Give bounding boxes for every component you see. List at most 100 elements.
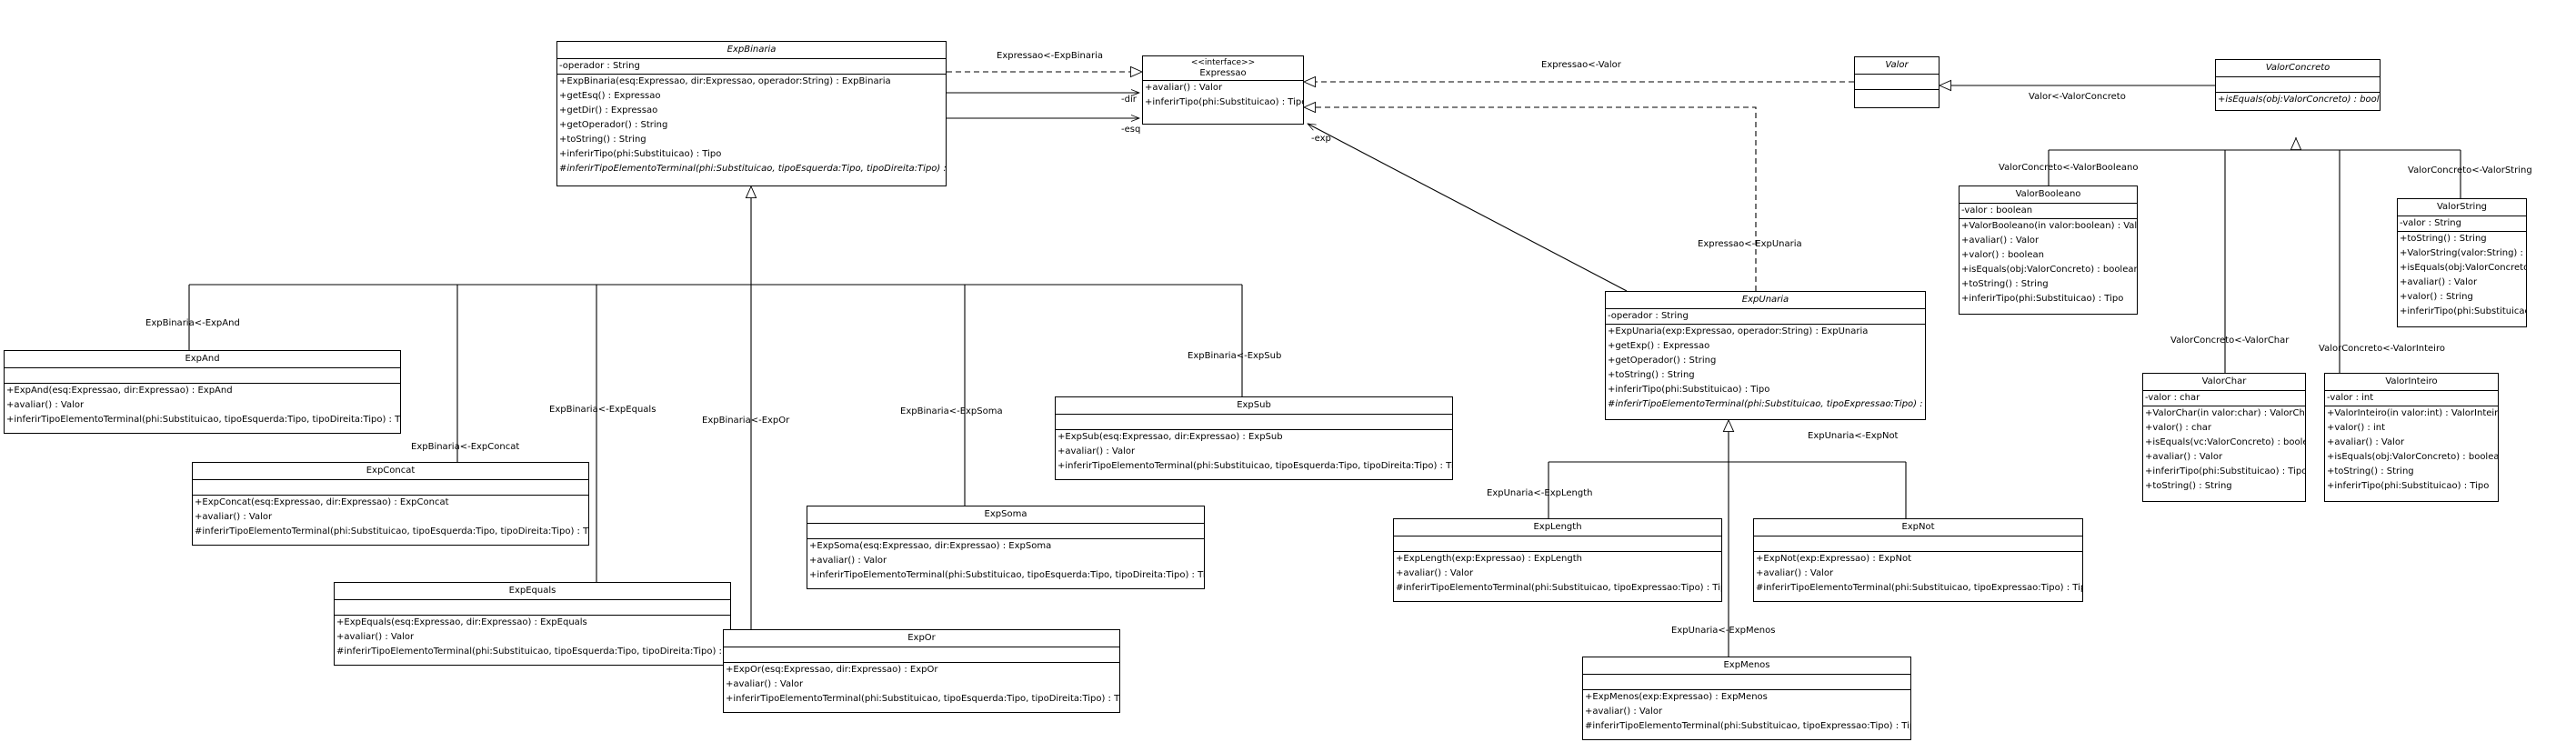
class-valorinteiro[interactable]: ValorInteiro -valor : int +ValorInteiro(… <box>2324 373 2499 502</box>
operation: +inferirTipo(phi:Substituicao) : Tipo <box>2400 306 2526 316</box>
class-valorbooleano[interactable]: ValorBooleano -valor : boolean +ValorBoo… <box>1959 186 2138 315</box>
class-expequals[interactable]: ExpEquals +ExpEquals(esq:Expressao, dir:… <box>334 582 731 666</box>
class-expressao[interactable]: <<interface>> Expressao +avaliar() : Val… <box>1142 55 1304 125</box>
attributes <box>2216 76 2380 92</box>
class-expsub[interactable]: ExpSub +ExpSub(esq:Expressao, dir:Expres… <box>1055 396 1453 480</box>
label-valorconcreto-valorstring: ValorConcreto<-ValorString <box>2408 165 2532 175</box>
operation: +inferirTipo(phi:Substituicao) : Tipo <box>559 149 722 159</box>
operations: +ExpSoma(esq:Expressao, dir:Expressao) :… <box>807 538 1204 583</box>
operation: +valor() : int <box>2327 423 2385 433</box>
operation: #inferirTipoElementoTerminal(phi:Substit… <box>559 164 946 174</box>
operations: +ExpNot(exp:Expressao) : ExpNot +avaliar… <box>1754 551 2082 596</box>
operation: +isEquals(obj:ValorConcreto) : boolean <box>1961 265 2137 275</box>
class-valorchar[interactable]: ValorChar -valor : char +ValorChar(in va… <box>2142 373 2306 502</box>
edge-expunaria-expressao <box>1304 107 1757 291</box>
class-header: <<interface>> Expressao <box>1143 56 1303 80</box>
class-name: ExpOr <box>907 633 936 643</box>
edge-exp <box>1308 123 1628 292</box>
operation: +getOperador() : String <box>1608 356 1717 366</box>
attribute: -valor : boolean <box>1961 206 2033 216</box>
class-name: ValorChar <box>2201 376 2247 386</box>
label-expbinaria-expor: ExpBinaria<-ExpOr <box>702 416 790 426</box>
class-valorconcreto[interactable]: ValorConcreto +isEquals(obj:ValorConcret… <box>2215 59 2381 111</box>
operation: +inferirTipo(phi:Substituicao) : Tipo <box>1961 294 2124 304</box>
attribute: -valor : int <box>2327 393 2374 403</box>
operation: +ExpAnd(esq:Expressao, dir:Expressao) : … <box>6 386 233 396</box>
operations: +ExpUnaria(exp:Expressao, operador:Strin… <box>1606 324 1925 412</box>
class-expbinaria[interactable]: ExpBinaria -operador : String +ExpBinari… <box>556 41 947 186</box>
attributes <box>1754 536 2082 551</box>
label-valor-valorconcreto: Valor<-ValorConcreto <box>2029 92 2126 102</box>
class-expmenos[interactable]: ExpMenos +ExpMenos(exp:Expressao) : ExpM… <box>1582 657 1911 740</box>
attributes <box>724 647 1119 662</box>
class-name: ExpUnaria <box>1741 295 1789 305</box>
operations: +avaliar() : Valor +inferirTipo(phi:Subs… <box>1143 80 1303 110</box>
operations: +ExpOr(esq:Expressao, dir:Expressao) : E… <box>724 662 1119 707</box>
label-valorconcreto-valorbooleano: ValorConcreto<-ValorBooleano <box>1999 163 2139 173</box>
operations: +ExpBinaria(esq:Expressao, dir:Expressao… <box>557 74 946 176</box>
class-name: Valor <box>1885 60 1909 70</box>
operation: +inferirTipo(phi:Substituicao) : Tipo <box>2145 466 2305 476</box>
class-name: ExpSoma <box>984 509 1027 519</box>
operation: +ExpUnaria(exp:Expressao, operador:Strin… <box>1608 326 1869 336</box>
operation: +valor() : boolean <box>1961 250 2044 260</box>
class-expor[interactable]: ExpOr +ExpOr(esq:Expressao, dir:Expressa… <box>723 629 1120 713</box>
label-exp: -exp <box>1311 134 1331 144</box>
operation: +avaliar() : Valor <box>726 679 804 689</box>
label-expbinaria-expequals: ExpBinaria<-ExpEquals <box>549 405 657 415</box>
operation: +avaliar() : Valor <box>1756 568 1834 578</box>
class-name: Expressao <box>1199 68 1247 78</box>
class-explength[interactable]: ExpLength +ExpLength(exp:Expressao) : Ex… <box>1393 518 1722 602</box>
stereotype: <<interface>> <box>1190 58 1256 67</box>
attributes <box>1855 74 1939 89</box>
operation: +avaliar() : Valor <box>1961 236 2040 246</box>
class-expsoma[interactable]: ExpSoma +ExpSoma(esq:Expressao, dir:Expr… <box>807 506 1205 589</box>
operations: +isEquals(obj:ValorConcreto) : boolean <box>2216 92 2380 107</box>
attributes <box>1394 536 1721 551</box>
operation: +toString() : String <box>559 135 647 145</box>
operation: #inferirTipoElementoTerminal(phi:Substit… <box>1396 583 1721 593</box>
operation: +ExpSoma(esq:Expressao, dir:Expressao) :… <box>809 541 1052 551</box>
attributes <box>193 479 588 495</box>
operations: +ExpConcat(esq:Expressao, dir:Expressao)… <box>193 495 588 539</box>
label-valorconcreto-valorchar: ValorConcreto<-ValorChar <box>2170 336 2290 346</box>
operations <box>1855 89 1939 105</box>
operation: +avaliar() : Valor <box>1145 83 1223 93</box>
operation: +ExpMenos(exp:Expressao) : ExpMenos <box>1585 692 1768 702</box>
operation: +avaliar() : Valor <box>1057 446 1136 456</box>
operation: +ValorBooleano(in valor:boolean) : Valor… <box>1961 221 2137 231</box>
operation: +inferirTipoElementoTerminal(phi:Substit… <box>809 570 1204 580</box>
label-valorconcreto-valorinteiro: ValorConcreto<-ValorInteiro <box>2319 344 2445 354</box>
label-expunaria-expmenos: ExpUnaria<-ExpMenos <box>1671 626 1776 636</box>
attributes: -valor : String <box>2398 216 2526 231</box>
operation: #inferirTipoElementoTerminal(phi:Substit… <box>1585 721 1910 731</box>
attributes: -valor : int <box>2325 390 2498 406</box>
operation: +getDir() : Expressao <box>559 105 658 115</box>
attribute: -operador : String <box>559 61 640 71</box>
class-valor[interactable]: Valor <box>1854 56 1940 108</box>
class-expnot[interactable]: ExpNot +ExpNot(exp:Expressao) : ExpNot +… <box>1753 518 2083 602</box>
operation: +ExpNot(exp:Expressao) : ExpNot <box>1756 554 1912 564</box>
operation: +avaliar() : Valor <box>2145 452 2223 462</box>
operations: +ValorChar(in valor:char) : ValorChar +v… <box>2143 406 2305 494</box>
class-expand[interactable]: ExpAnd +ExpAnd(esq:Expressao, dir:Expres… <box>4 350 401 434</box>
operation: +valor() : char <box>2145 423 2212 433</box>
class-valorstring[interactable]: ValorString -valor : String +toString() … <box>2397 198 2527 327</box>
label-expbinaria-expsoma: ExpBinaria<-ExpSoma <box>900 406 1003 416</box>
label-expunaria-explength: ExpUnaria<-ExpLength <box>1487 488 1593 498</box>
class-expunaria[interactable]: ExpUnaria -operador : String +ExpUnaria(… <box>1605 291 1926 420</box>
class-expconcat[interactable]: ExpConcat +ExpConcat(esq:Expressao, dir:… <box>192 462 589 546</box>
operation: +avaliar() : Valor <box>1585 707 1663 717</box>
attributes <box>5 367 400 383</box>
operation: +avaliar() : Valor <box>336 632 415 642</box>
class-name: ExpAnd <box>185 354 220 364</box>
class-name: ExpConcat <box>366 466 416 476</box>
attributes: -operador : String <box>557 58 946 74</box>
label-esq: -esq <box>1121 125 1141 135</box>
operation: +inferirTipo(phi:Substituicao) : Tipo <box>1608 385 1770 395</box>
operations: +ExpAnd(esq:Expressao, dir:Expressao) : … <box>5 383 400 427</box>
operation: +ValorString(valor:String) : ValorString <box>2400 248 2526 258</box>
operation: +inferirTipoElementoTerminal(phi:Substit… <box>6 415 400 425</box>
class-name: ExpNot <box>1901 522 1935 532</box>
operation: +inferirTipo(phi:Substituicao) : Tipo <box>2327 481 2490 491</box>
